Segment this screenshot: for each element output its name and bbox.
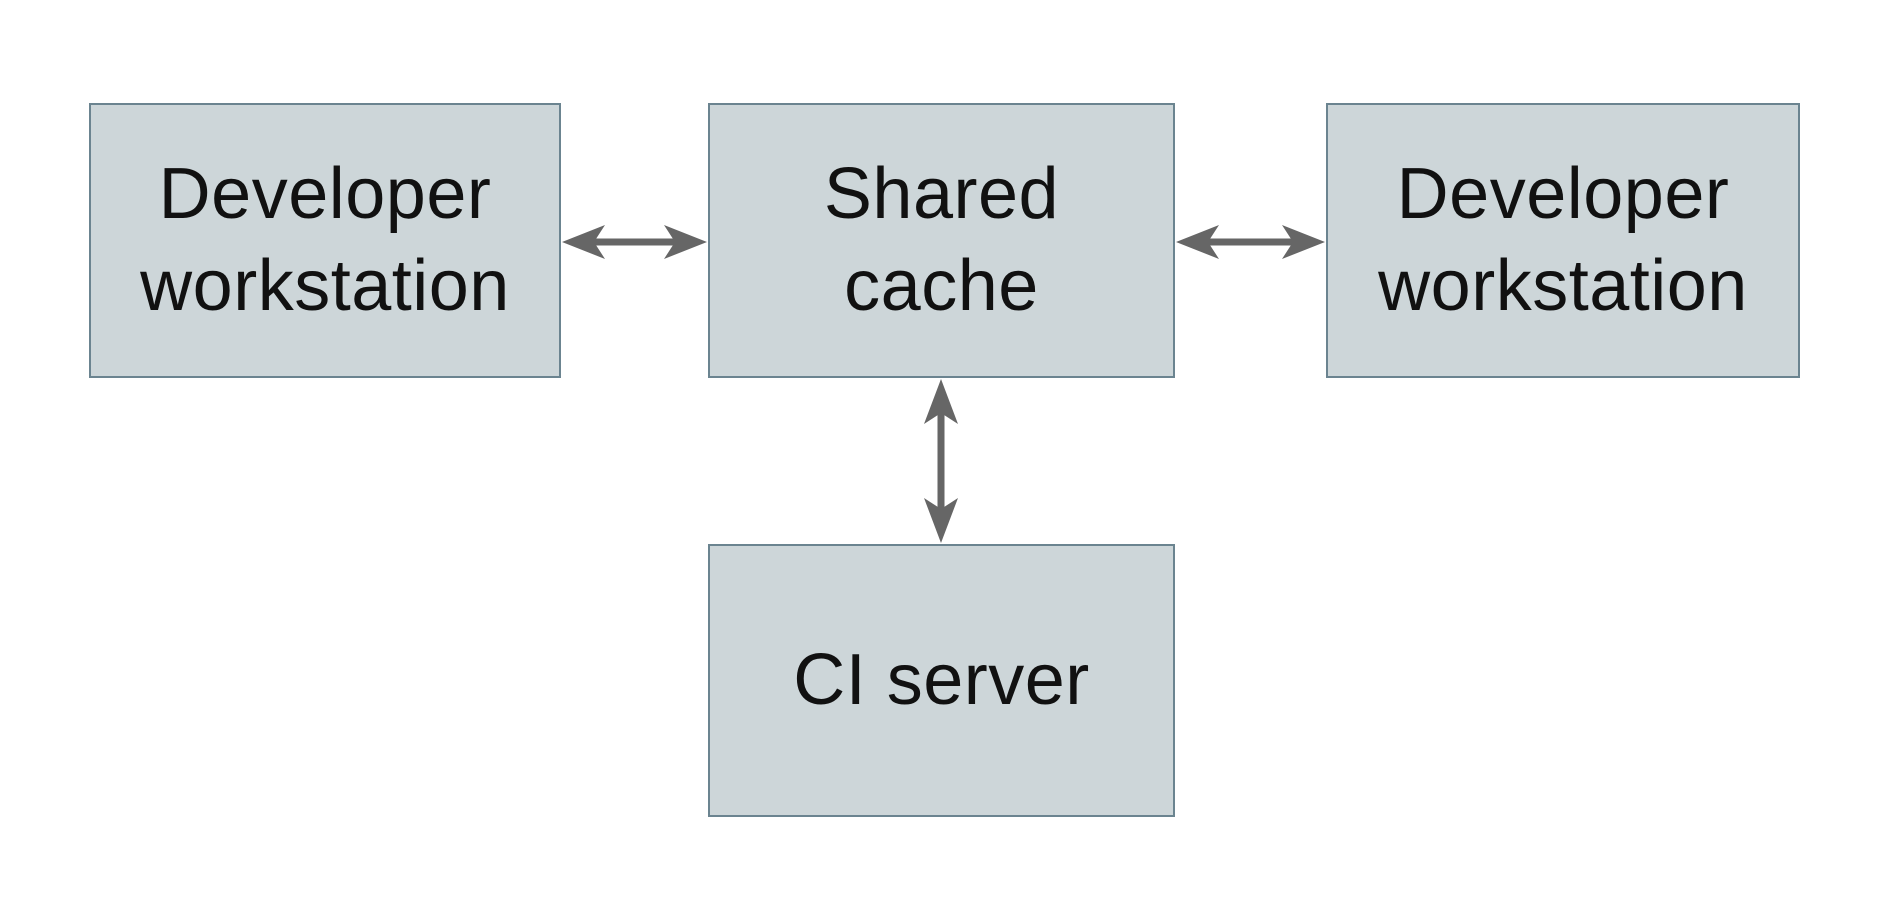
node-developer-workstation-right: Developer workstation: [1326, 103, 1800, 378]
node-label: Developer workstation: [1378, 154, 1748, 326]
node-ci-server: CI server: [708, 544, 1175, 817]
double-arrow-vertical-icon: [917, 378, 965, 544]
node-developer-workstation-left: Developer workstation: [89, 103, 561, 378]
node-shared-cache: Shared cache: [708, 103, 1175, 378]
double-arrow-horizontal-icon: [1175, 218, 1326, 266]
node-label: Developer workstation: [140, 154, 510, 326]
node-label: CI server: [793, 639, 1090, 720]
node-label: Shared cache: [823, 154, 1060, 326]
double-arrow-horizontal-icon: [561, 218, 708, 266]
